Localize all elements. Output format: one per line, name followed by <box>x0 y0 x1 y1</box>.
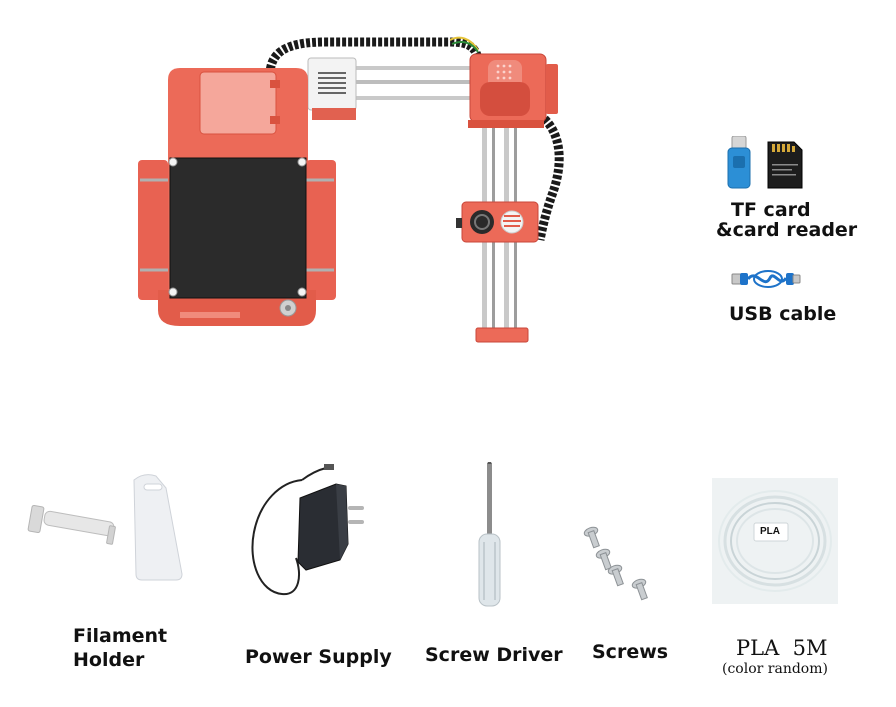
screws-image <box>583 526 648 601</box>
usb-cable-image <box>731 270 801 288</box>
filament-holder-label-line1: Filament <box>73 625 168 647</box>
build-plate <box>169 157 307 299</box>
power-supply-image <box>251 464 364 596</box>
filament-holder-label-line2: Holder <box>73 649 145 671</box>
tf-card-and-reader-image <box>727 136 803 189</box>
tf-card-label-line2: &card reader <box>716 219 858 241</box>
screw-driver-image <box>478 462 501 607</box>
power-supply-label: Power Supply <box>245 646 392 668</box>
mini-3d-printer-image <box>138 36 564 343</box>
pla-title-label: PLA 5M <box>736 636 828 660</box>
tf-card-label-line1: TF card <box>731 199 811 221</box>
pla-tag-label: PLA <box>760 526 780 537</box>
screws-label: Screws <box>592 641 669 663</box>
filament-coil-icon <box>718 490 832 592</box>
cable-chain-side <box>535 111 564 241</box>
filament-holder-image <box>27 474 183 581</box>
usb-cable-label: USB cable <box>729 303 837 325</box>
screw-driver-label: Screw Driver <box>425 644 563 666</box>
cable-chain-top <box>265 37 483 76</box>
pla-note-label: (color random) <box>722 661 828 677</box>
pla-filament-image: PLA <box>712 478 838 604</box>
